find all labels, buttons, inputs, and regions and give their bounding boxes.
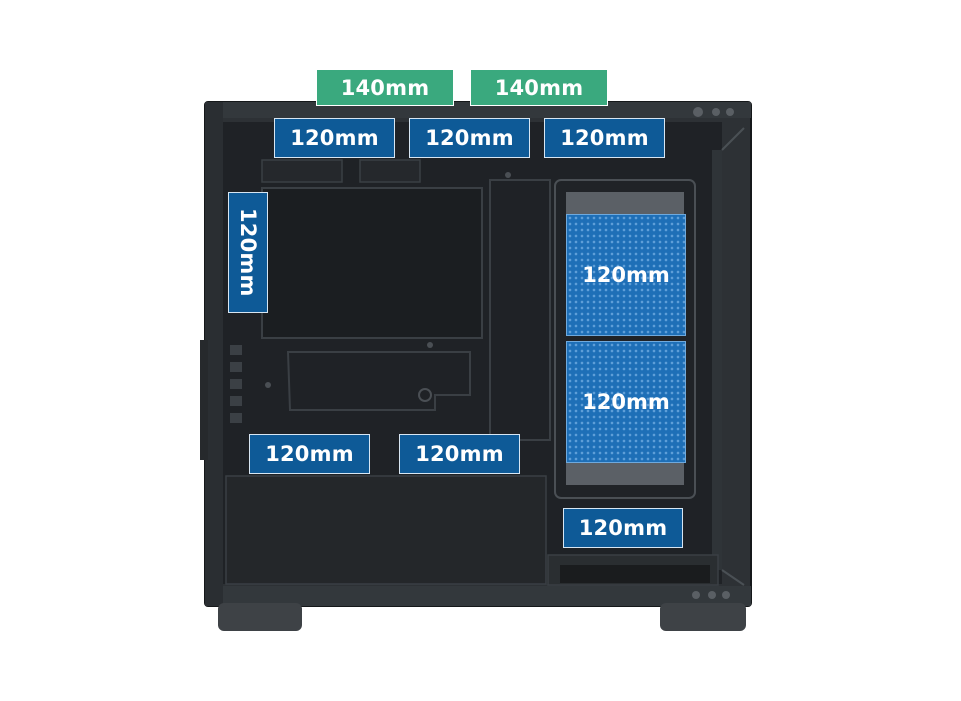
top-fan-120-left-label: 120mm	[274, 118, 395, 158]
top-fan-140-right-label: 140mm	[470, 69, 608, 106]
front-io-top	[693, 107, 734, 117]
front-fan-120-upper: 120mm	[566, 214, 686, 336]
top-fan-140-left-label: 140mm	[316, 69, 454, 106]
top-fan-120-right-label: 120mm	[544, 118, 665, 158]
motherboard-tray	[261, 159, 551, 441]
expansion-slots	[200, 340, 242, 460]
bottom-fan-120-label: 120mm	[563, 508, 683, 548]
front-io-bottom	[692, 591, 730, 599]
rear-fan-120-label: 120mm	[228, 192, 268, 313]
case-feet	[218, 603, 746, 631]
top-fan-120-middle-label: 120mm	[409, 118, 530, 158]
psu-shroud	[225, 475, 719, 586]
front-fan-120-lower: 120mm	[566, 341, 686, 463]
shroud-fan-120-right-label: 120mm	[399, 434, 520, 474]
shroud-fan-120-left-label: 120mm	[249, 434, 370, 474]
